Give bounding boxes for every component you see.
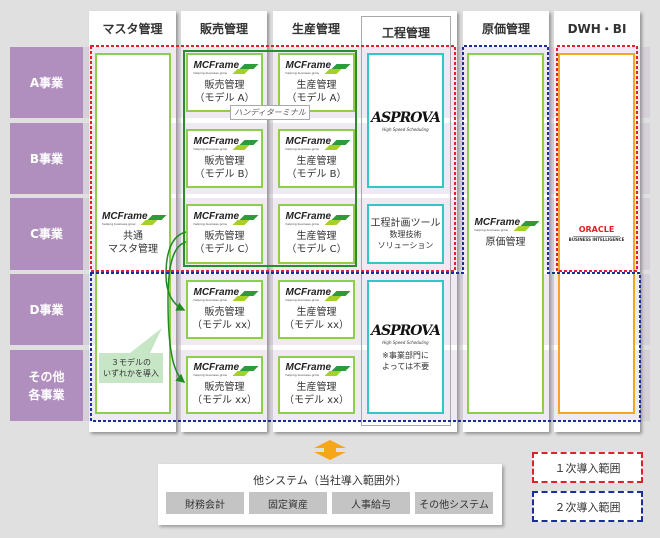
production-name: 生産管理: [296, 231, 337, 242]
process-tool-line3: ソリューション: [377, 240, 434, 250]
production-model: （モデル B）: [286, 168, 347, 180]
header-cost: 原価管理: [481, 22, 530, 36]
row-label-c: C事業: [10, 198, 83, 270]
sales-name: 販売管理: [204, 306, 245, 318]
process-note-line2: よっては不要: [381, 361, 430, 371]
header-production: 生産管理: [291, 22, 340, 36]
other-systems-title: 他システム（当社導入範囲外）: [253, 474, 407, 487]
production-name: 生産管理: [296, 306, 337, 318]
model-arrow-to-d: [165, 231, 187, 311]
second-phase-scope: [90, 45, 641, 422]
sales-model: （モデル xx）: [191, 319, 257, 331]
header-master: マスタ管理: [102, 22, 163, 36]
production-name: 生産管理: [296, 79, 337, 91]
sales-name: 販売管理: [204, 79, 245, 91]
row-label-other: その他 各事業: [10, 350, 83, 421]
process-note-line1: ※事業部門に: [382, 351, 429, 361]
cost-label: 原価管理: [485, 237, 526, 248]
production-name: 生産管理: [296, 155, 337, 167]
handy-terminal-group: [183, 50, 357, 267]
sales-name: 販売管理: [204, 231, 245, 242]
first-phase-scope-dwh: [556, 45, 638, 272]
other-system-accounting: 財務会計: [166, 492, 244, 514]
process-tool-line1: 工程計画ツール: [370, 218, 441, 230]
callout-line1: ３モデルの: [111, 357, 151, 367]
dwh-bi-cell: ORACLE BUSINESS INTELLIGENCE: [558, 53, 635, 414]
production-name: 生産管理: [296, 382, 337, 393]
handy-terminal-label: ハンディターミナル: [230, 105, 310, 120]
production-model: （モデル A）: [286, 92, 347, 104]
process-tool-cell: 工程計画ツール 数理技術 ソリューション: [367, 204, 444, 264]
callout-line2: いずれかを導入: [103, 369, 159, 378]
row-label-b: B事業: [10, 123, 83, 194]
row-label-a: A事業: [10, 47, 83, 118]
sales-model: （モデル C）: [194, 244, 255, 255]
header-process: 工程管理: [381, 26, 430, 40]
other-system-fixed-assets: 固定資産: [249, 492, 327, 514]
callout-box: ３モデルの いずれかを導入: [99, 353, 163, 383]
sales-model: （モデル A）: [194, 92, 255, 104]
legend-first-phase: １次導入範囲: [532, 452, 643, 483]
master-line1: 共通: [123, 230, 143, 242]
first-phase-scope: [90, 45, 456, 272]
sales-name: 販売管理: [204, 155, 245, 167]
other-system-others: その他システム: [415, 492, 493, 514]
legend-second-phase: ２次導入範囲: [532, 491, 643, 522]
sales-model: （モデル xx）: [191, 395, 257, 406]
sales-model: （モデル B）: [194, 168, 255, 180]
other-system-hr-payroll: 人事給与: [332, 492, 410, 514]
process-tool-line2: 数理技術: [389, 230, 422, 240]
interface-arrow-icon: [314, 440, 346, 460]
master-line2: マスタ管理: [108, 243, 158, 255]
production-model: （モデル xx）: [283, 319, 349, 331]
header-sales: 販売管理: [199, 22, 248, 36]
row-label-d: D事業: [10, 274, 83, 345]
production-model: （モデル C）: [286, 244, 347, 255]
production-model: （モデル xx）: [283, 395, 349, 406]
oracle-tagline: BUSINESS INTELLIGENCE: [568, 236, 625, 242]
header-dwh-bi: DWH・BI: [567, 22, 627, 36]
oracle-logo: ORACLE: [572, 225, 621, 237]
sales-name: 販売管理: [204, 382, 245, 393]
model-arrow-to-other: [167, 241, 187, 383]
